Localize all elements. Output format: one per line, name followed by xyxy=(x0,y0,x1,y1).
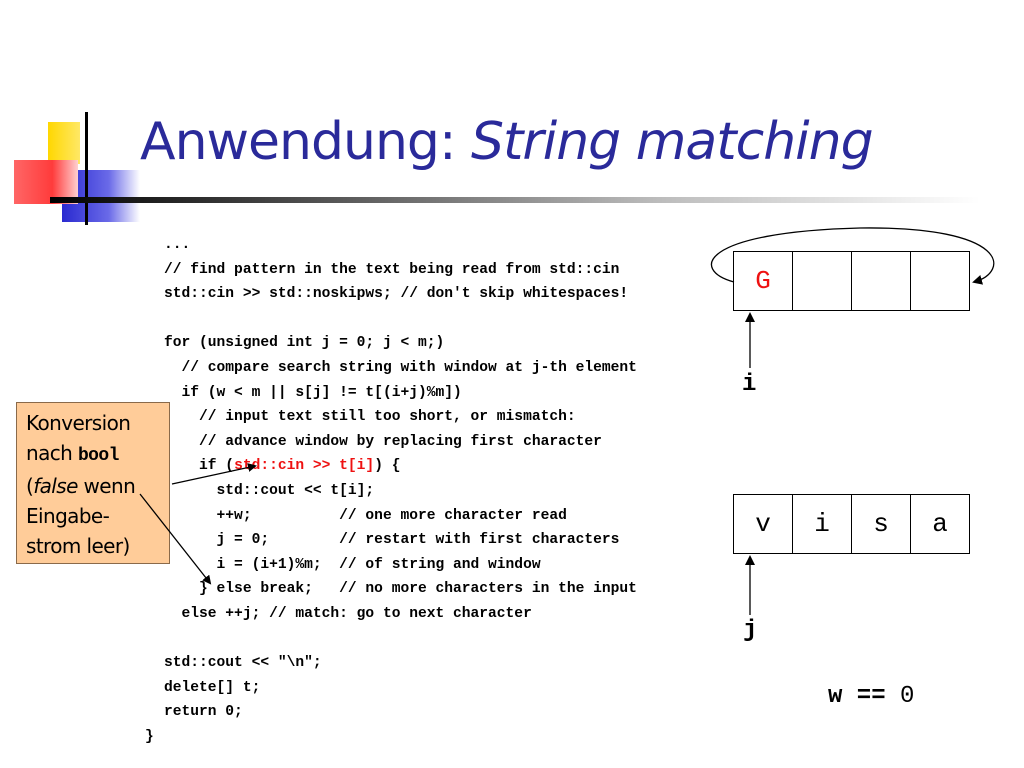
callout-line: nach bool xyxy=(26,438,169,471)
callout-code: bool xyxy=(77,446,119,466)
slide-logo xyxy=(14,112,140,225)
code-highlight: std::cin >> t[i] xyxy=(234,458,375,475)
text-window-cell xyxy=(851,251,911,311)
callout-text: ( xyxy=(26,474,34,498)
code-line: // compare search string with window at … xyxy=(164,359,637,376)
code-line: std::cout << t[i]; xyxy=(164,482,375,499)
code-line-highlighted: if (std::cin >> t[i]) { xyxy=(164,454,637,479)
code-line: i = (i+1)%m; // of string and window xyxy=(164,556,541,573)
code-fragment: if ( xyxy=(164,458,235,475)
code-line: // advance window by replacing first cha… xyxy=(164,433,602,450)
code-line: ... xyxy=(164,237,191,253)
code-line: else ++j; // match: go to next character xyxy=(164,605,532,622)
code-line: // find pattern in the text being read f… xyxy=(164,261,620,278)
w-value: 0 xyxy=(885,683,915,710)
callout-line: Konversion xyxy=(26,411,131,435)
index-j-label: j xyxy=(743,617,758,644)
search-string-array: v i s a xyxy=(733,494,970,554)
code-line: if (w < m || s[j] != t[(i+j)%m]) xyxy=(164,384,462,401)
code-line: ​ xyxy=(164,627,637,652)
code-line: std::cin >> std::noskipws; // don't skip… xyxy=(164,286,629,303)
callout-text: nach xyxy=(26,441,78,465)
slide-title: Anwendung: String matching xyxy=(140,112,874,172)
code-line: j = 0; // restart with first characters xyxy=(164,532,620,549)
code-closing-brace: } xyxy=(145,728,154,745)
title-underline xyxy=(50,197,980,203)
w-equals-zero: w == 0 xyxy=(828,683,914,710)
code-line: std::cout << "\n"; xyxy=(164,655,322,672)
code-line: return 0; xyxy=(164,704,243,721)
index-i-label: i xyxy=(742,371,757,398)
callout-text: wenn xyxy=(77,474,136,498)
title-italic: String matching xyxy=(471,112,874,172)
callout-line: strom leer) xyxy=(26,534,130,558)
callout-line: (false wenn xyxy=(26,471,169,501)
search-string-cell: s xyxy=(851,494,911,554)
code-line: ​ xyxy=(164,307,637,332)
text-window-cell xyxy=(792,251,852,311)
text-window-cell: G xyxy=(733,251,793,311)
code-line: } else break; // no more characters in t… xyxy=(164,581,637,598)
search-string-cell: i xyxy=(792,494,852,554)
text-window-cell xyxy=(910,251,970,311)
code-line: ++w; // one more character read xyxy=(164,507,567,524)
code-listing: ... // find pattern in the text being rea… xyxy=(145,233,637,749)
conversion-callout: Konversion nach bool (false wenn Eingabe… xyxy=(16,402,170,564)
code-line: delete[] t; xyxy=(164,679,261,696)
callout-line: Eingabe- xyxy=(26,504,110,528)
search-string-cell: v xyxy=(733,494,793,554)
w-variable: w == xyxy=(828,683,886,710)
code-line: for (unsigned int j = 0; j < m;) xyxy=(164,335,445,352)
code-line: // input text still too short, or mismat… xyxy=(164,409,576,426)
callout-italic: false xyxy=(33,474,78,498)
search-string-cell: a xyxy=(910,494,970,554)
text-window-array: G xyxy=(733,251,970,311)
code-fragment: ) { xyxy=(374,458,401,475)
title-plain: Anwendung: xyxy=(140,112,471,172)
